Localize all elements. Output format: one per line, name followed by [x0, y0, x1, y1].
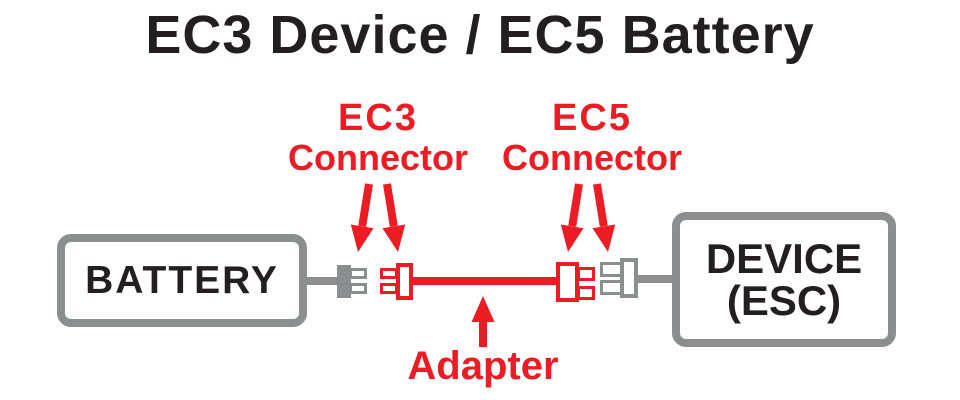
battery-box-label: BATTERY — [85, 258, 279, 302]
device-wire — [634, 275, 676, 283]
ec5-connector-name: EC5 — [552, 97, 632, 139]
ec5-gray-connector-prong-top — [600, 262, 623, 277]
battery-box: BATTERY — [57, 234, 307, 327]
ec3-arrow-right-icon — [382, 183, 406, 252]
device-box: DEVICE (ESC) — [672, 212, 896, 347]
ec3-arrow-left-icon — [350, 183, 374, 252]
battery-wire — [301, 277, 341, 285]
adapter-wire — [409, 277, 559, 285]
ec5-red-connector-body — [556, 262, 579, 302]
adapter-arrow-up-icon — [471, 296, 495, 347]
ec5-red-connector-prong-top — [577, 267, 595, 281]
ec3-red-connector-body — [396, 263, 413, 300]
ec5-gray-connector-body — [620, 258, 638, 298]
ec3-gray-connector-body — [337, 265, 351, 298]
adapter-label: Adapter — [407, 344, 559, 388]
ec5-red-connector-prong-bottom — [577, 286, 595, 300]
ec5-arrow-left-icon — [560, 183, 584, 252]
ec5-arrow-right-icon — [592, 183, 616, 252]
device-box-label-line1: DEVICE — [705, 234, 863, 282]
ec5-gray-connector-prong-bottom — [600, 280, 623, 295]
ec5-connector-label: EC5 Connector — [492, 97, 692, 178]
ec3-gray-connector-prong-bottom — [349, 283, 367, 294]
diagram-title: EC3 Device / EC5 Battery — [145, 5, 815, 65]
device-box-label-line2: (ESC) — [726, 276, 842, 324]
ec3-connector-sub: Connector — [288, 137, 468, 178]
ec3-gray-connector-prong-top — [349, 268, 367, 279]
ec3-connector-name: EC3 — [338, 97, 418, 139]
ec5-connector-sub: Connector — [502, 137, 682, 178]
ec3-connector-label: EC3 Connector — [278, 97, 478, 178]
